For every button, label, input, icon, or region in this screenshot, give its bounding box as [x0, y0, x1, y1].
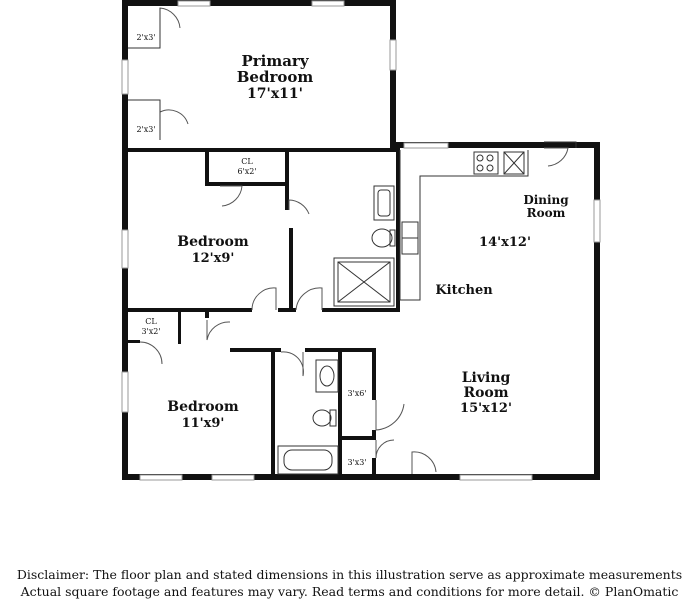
kitchen-dims: 14'x12'	[479, 235, 531, 250]
closet-bed2-label: CL	[145, 317, 157, 326]
primary-bedroom-name-1: Primary	[241, 52, 309, 70]
bedroom1-dims: 12'x9'	[192, 251, 235, 266]
dining-name-1: Dining	[523, 193, 569, 207]
dining-name-2: Room	[527, 206, 566, 220]
closet-bed1-dims: 6'x2'	[237, 167, 256, 176]
closet-primary-top-dims: 2'x3'	[136, 33, 155, 42]
closet-labels: 2'x3' 2'x3' CL 6'x2' CL 3'x2' 3'x6' 3'x3…	[136, 33, 366, 467]
room-labels: Primary Bedroom 17'x11' Bedroom 12'x9' B…	[167, 52, 569, 431]
closet-front-dims: 3'x3'	[347, 458, 366, 467]
windows	[121, 0, 601, 481]
primary-bedroom-name-2: Bedroom	[237, 68, 314, 86]
closet-bed1-label: CL	[241, 157, 253, 166]
fixtures	[277, 150, 529, 475]
disclaimer: Disclaimer: The floor plan and stated di…	[0, 566, 699, 600]
kitchen-name: Kitchen	[435, 283, 493, 298]
closet-bed2-dims: 3'x2'	[141, 327, 160, 336]
disclaimer-line-1: Disclaimer: The floor plan and stated di…	[16, 567, 683, 582]
disclaimer-line-2: Actual square footage and features may v…	[20, 584, 679, 599]
bedroom2-dims: 11'x9'	[182, 416, 225, 431]
bedroom1-name: Bedroom	[177, 234, 249, 250]
living-name-1: Living	[462, 370, 511, 386]
closet-hall-dims: 3'x6'	[347, 389, 366, 398]
closet-primary-bottom-dims: 2'x3'	[136, 125, 155, 134]
living-dims: 15'x12'	[460, 401, 512, 416]
living-name-2: Room	[463, 385, 508, 401]
bedroom2-name: Bedroom	[167, 399, 239, 415]
floor-plan: Primary Bedroom 17'x11' Bedroom 12'x9' B…	[121, 0, 601, 481]
doors	[128, 7, 577, 474]
primary-bedroom-dims: 17'x11'	[247, 86, 303, 102]
